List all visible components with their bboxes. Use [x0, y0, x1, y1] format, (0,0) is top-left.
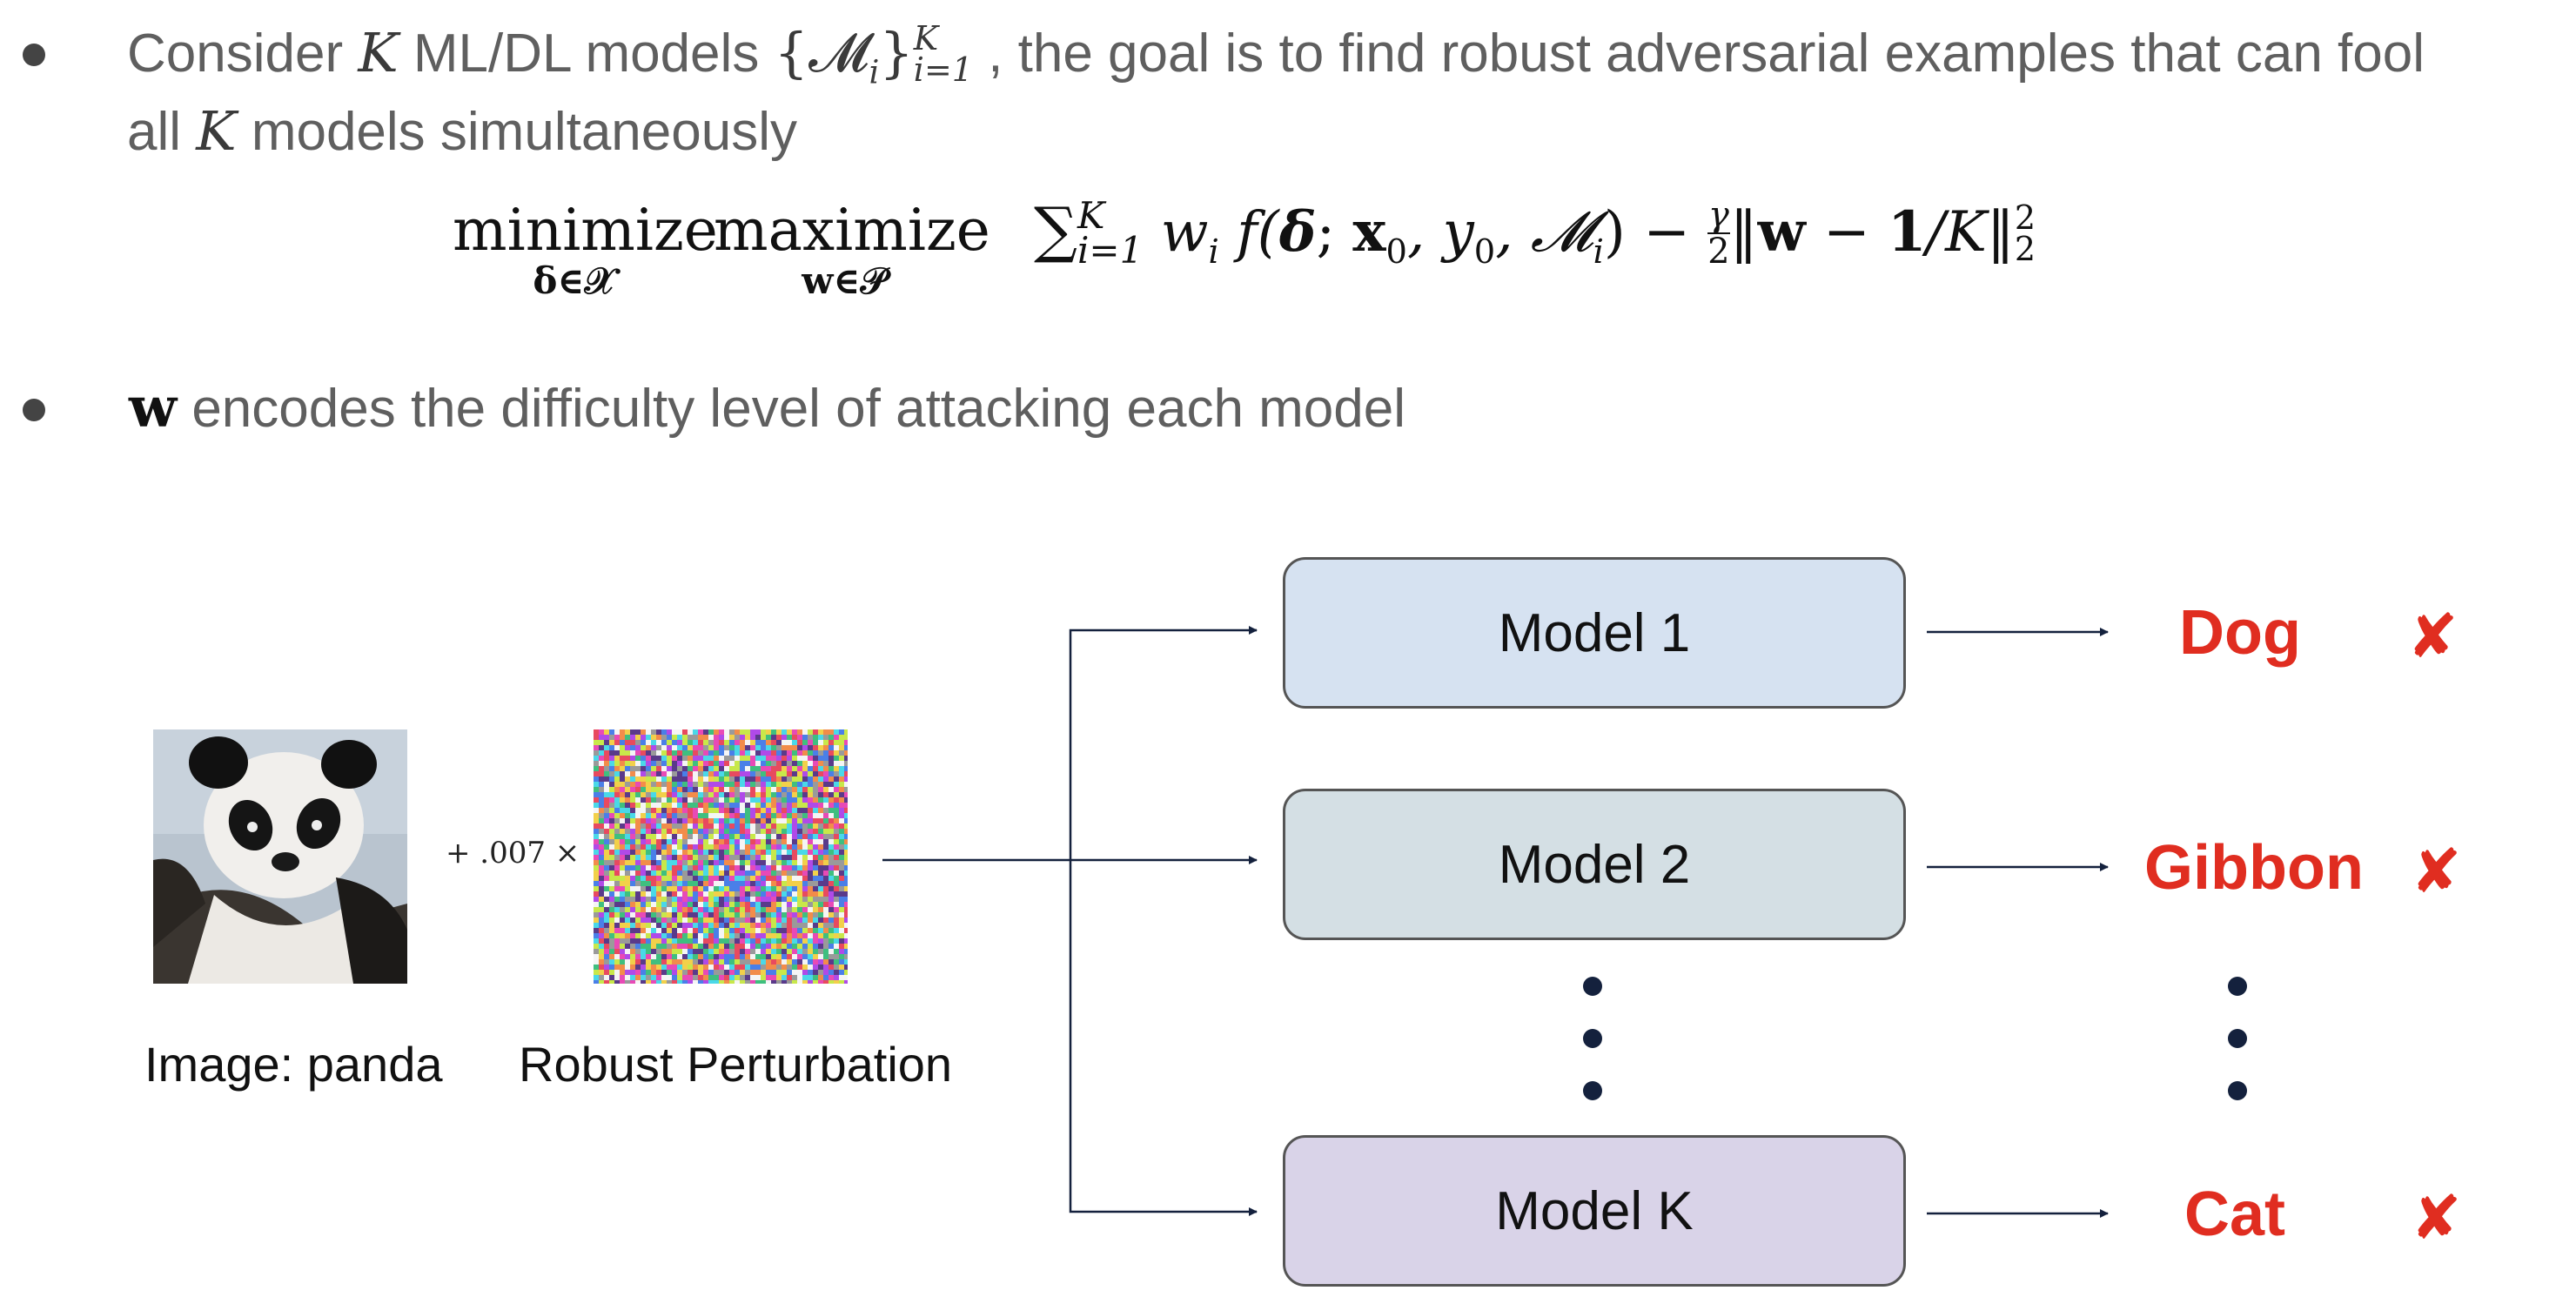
model-box-k: Model K: [1283, 1135, 1906, 1287]
gamma-num: γ: [1707, 194, 1730, 235]
var-K-2: K: [196, 99, 237, 163]
y0-sub: 0: [1473, 232, 1496, 272]
x0-sub: 0: [1385, 232, 1407, 272]
output-label-2: Gibbon: [2144, 833, 2364, 903]
sum-lower: i=1: [1077, 228, 1144, 272]
bullet-1-text-a: Consider: [127, 24, 359, 84]
w-symbol: w: [129, 375, 178, 440]
bullet-2-line: w encodes the difficulty level of attack…: [129, 369, 1405, 448]
norm-sub: 2: [2014, 229, 2036, 268]
maximize-operator: maximize w∈𝒫: [714, 197, 990, 302]
y0-symbol: , y: [1406, 200, 1474, 265]
perturbation-noise: [594, 729, 848, 984]
gamma-den: 2: [1707, 231, 1730, 272]
maximize-word: maximize: [714, 197, 990, 264]
norm-rest: /K‖: [1926, 200, 2015, 265]
weight-sub: i: [1208, 232, 1219, 272]
loss-f: f(: [1218, 200, 1279, 265]
scalar-label: + .007 ×: [446, 836, 580, 870]
sum-symbol: ∑: [1034, 194, 1077, 266]
norm-w: w: [1757, 199, 1806, 265]
ellipsis-dot-outputs-3: [2228, 1081, 2247, 1100]
bullet-1-line-2: all K models simultaneously: [127, 92, 797, 171]
ellipsis-dot-models-1: [1583, 977, 1602, 996]
bullet-1-text-e: models simultaneously: [236, 102, 797, 162]
minimize-word: minimize: [453, 197, 718, 264]
sum-upper: K: [1077, 193, 1105, 237]
norm-one: 1: [1888, 199, 1927, 265]
ellipsis-dot-models-2: [1583, 1029, 1602, 1048]
bullet-2-text: encodes the difficulty level of attackin…: [177, 379, 1406, 439]
output-label-k: Cat: [2184, 1180, 2286, 1249]
model-set-open: {𝓜: [774, 21, 869, 84]
model-label-k: Model K: [1495, 1180, 1694, 1241]
output-label-1: Dog: [2179, 598, 2301, 668]
model-sub: i: [1593, 232, 1604, 272]
model-symbol: , 𝓜: [1495, 200, 1593, 265]
model-set-range: i=1: [913, 50, 973, 89]
caption-perturbation: Robust Perturbation: [519, 1037, 953, 1092]
wrong-mark-1: ✘: [2407, 601, 2459, 672]
bullet-1-text-d: all: [127, 102, 197, 162]
panda-image: [153, 729, 407, 984]
var-K: K: [358, 21, 399, 84]
branch-line: [1069, 628, 1257, 1213]
caption-image: Image: panda: [144, 1037, 443, 1092]
model-box-1: Model 1: [1283, 557, 1906, 709]
delta-symbol: δ: [1278, 199, 1317, 265]
norm-minus: −: [1805, 200, 1888, 265]
wrong-mark-2: ✘: [2411, 836, 2462, 907]
norm-sup: 2: [2014, 198, 2036, 237]
norm-open: ‖: [1729, 200, 1758, 265]
model-label-2: Model 2: [1498, 834, 1691, 895]
minus-sign: ) −: [1603, 200, 1708, 265]
sep-1: ;: [1316, 200, 1353, 265]
bullet-dot-2: [23, 399, 45, 421]
ellipsis-dot-outputs-1: [2228, 977, 2247, 996]
wrong-mark-k: ✘: [2411, 1182, 2462, 1254]
weight-w: w: [1143, 200, 1209, 265]
minimize-operator: minimize δ∈𝒳: [453, 197, 718, 302]
model-set-sup: K: [913, 18, 939, 57]
bullet-1-text-c: , the goal is to find robust adversarial…: [972, 24, 2425, 84]
maximize-domain: w∈𝒫: [802, 259, 887, 302]
ellipsis-dot-models-3: [1583, 1081, 1602, 1100]
model-box-2: Model 2: [1283, 789, 1906, 940]
model-set-sub: i: [869, 52, 880, 91]
x0-symbol: x: [1352, 199, 1386, 265]
model-set-close: }: [879, 21, 914, 84]
model-label-1: Model 1: [1498, 602, 1691, 663]
bullet-dot-1: [23, 44, 45, 66]
minimize-domain: δ∈𝒳: [533, 259, 616, 302]
bullet-1-text-b: ML/DL models: [398, 24, 775, 84]
ellipsis-dot-outputs-2: [2228, 1029, 2247, 1048]
